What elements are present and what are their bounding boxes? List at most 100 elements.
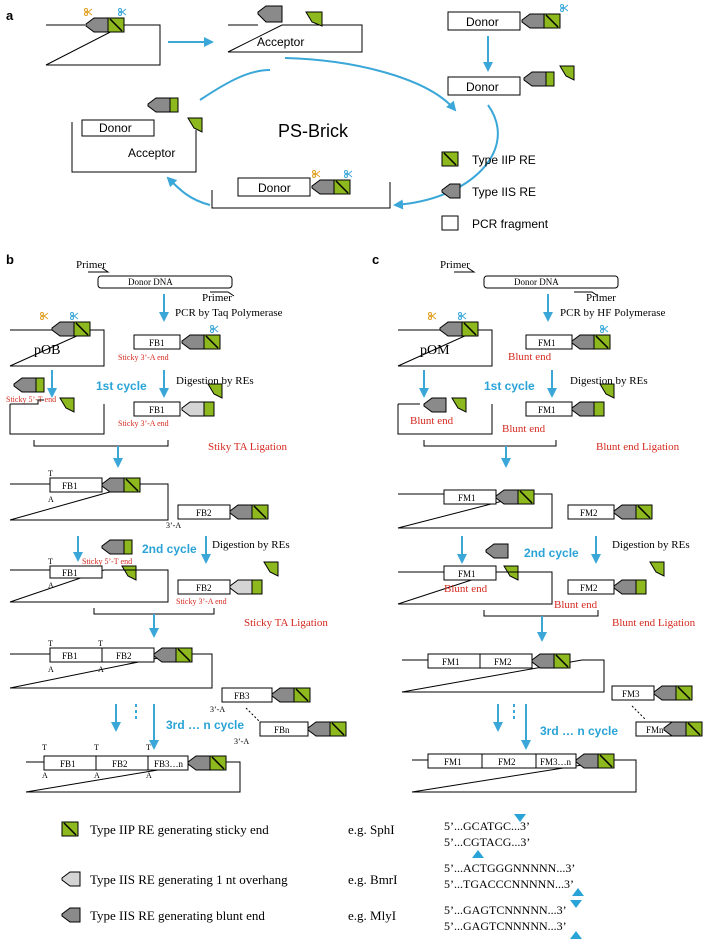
fm1-label: FM1 — [458, 493, 476, 503]
fb1-label: FB1 — [62, 651, 78, 661]
fm1-label: FM1 — [442, 657, 460, 667]
sticky-5t: Sticky 5’-T end — [6, 395, 56, 404]
fm1-label: FM1 — [538, 338, 556, 348]
donor-box-4 — [237, 177, 311, 197]
second-cycle-c: 2nd cycle — [524, 546, 579, 560]
donor-dna-c: Donor DNA — [514, 277, 559, 287]
digestion-b2: Digestion by REs — [212, 539, 290, 551]
primer-arrow — [88, 267, 110, 273]
re-cassette-icon — [575, 753, 615, 769]
blunt-end: Blunt end — [502, 423, 546, 435]
a-mark: A — [146, 771, 152, 780]
re-cassette-icon — [613, 504, 653, 520]
green-piece-icon — [503, 565, 519, 581]
t-mark: T — [48, 639, 53, 648]
green-piece-icon — [451, 397, 467, 413]
re-cassette-icon — [311, 179, 351, 195]
t-mark: T — [94, 743, 99, 752]
seq-mlyi-1: 5’...GAGTCNNNNN...3’ — [444, 903, 567, 917]
blunt-end: Blunt end — [410, 415, 454, 427]
cut-site-icon — [472, 850, 484, 858]
cycle-arc — [393, 104, 499, 210]
legend-iis-overhang: Type IIS RE generating 1 nt overhang — [90, 872, 288, 887]
fm2-label: FM2 — [580, 508, 598, 518]
donor-box-2 — [447, 76, 521, 96]
fb1-label: FB1 — [60, 759, 76, 769]
ligation-c2: Blunt end Ligation — [612, 617, 696, 629]
fb1-box — [133, 334, 181, 350]
donor-box — [447, 11, 521, 31]
donor-label-4: Donor — [258, 181, 291, 195]
legend-pcr: PCR fragment — [472, 217, 549, 231]
primer-bottom: Primer — [202, 292, 232, 304]
re-piece-icon — [101, 539, 133, 555]
re-piece-icon — [523, 71, 555, 87]
three-a: 3’-A — [210, 705, 225, 714]
t-mark: T — [48, 557, 53, 566]
legend-example-sphi: e.g. SphI — [348, 822, 395, 837]
scissor-icon — [40, 312, 49, 320]
primer-top: Primer — [76, 259, 106, 271]
a-mark: A — [98, 665, 104, 674]
re-cassette-icon — [307, 721, 347, 737]
donor-dna-label: Donor DNA — [128, 277, 173, 287]
pom-label: pOM — [420, 343, 450, 358]
pcr-fragment-icon — [441, 215, 459, 231]
legend-iis: Type IIS RE — [472, 185, 536, 199]
cut-site-icon — [570, 900, 582, 908]
green-piece-icon — [305, 11, 323, 27]
fm2-label: FM2 — [580, 583, 598, 593]
fm1-label: FM1 — [458, 569, 476, 579]
re-cassette-icon — [571, 334, 611, 350]
re-cassette-icon — [271, 687, 311, 703]
acceptor-plasmid — [227, 24, 363, 53]
primer-bottom-c: Primer — [586, 292, 616, 304]
green-piece-icon — [263, 561, 279, 577]
green-piece-icon — [649, 561, 665, 577]
ligation-c1: Blunt end Ligation — [596, 441, 680, 453]
re-piece-icon — [147, 97, 179, 113]
scissor-icon — [70, 312, 79, 320]
fm2-label: FM2 — [498, 757, 516, 767]
re-cassette-icon — [101, 477, 141, 493]
first-cycle-b: 1st cycle — [96, 379, 147, 393]
scissor-icon — [560, 4, 569, 12]
pcr-step-b: PCR by Taq Polymerase — [175, 307, 283, 319]
type-iis-overhang-icon — [61, 871, 81, 887]
donor-label-3: Donor — [99, 121, 132, 135]
blunt-end: Blunt end — [554, 599, 598, 611]
green-piece-icon — [599, 383, 615, 399]
first-cycle-c: 1st cycle — [484, 379, 535, 393]
fb1-label: FB1 — [149, 338, 165, 348]
ps-brick-title: PS-Brick — [278, 121, 349, 141]
cut-plasmid — [9, 399, 105, 435]
sticky-3a-3: Sticky 3’-A end — [176, 597, 227, 606]
cut-site-icon — [570, 931, 582, 939]
sticky-5t-2: Sticky 5’-T end — [82, 557, 132, 566]
pentagon-icon — [181, 401, 205, 417]
green-piece-icon — [187, 117, 203, 133]
nth-cycle-c: 3rd … n cycle — [540, 724, 618, 738]
three-a: 3’-A — [234, 737, 249, 746]
re-cassette-icon — [663, 721, 703, 737]
blunt-end: Blunt end — [444, 583, 488, 595]
fb1-label: FB1 — [62, 568, 78, 578]
donor-dna — [97, 275, 233, 289]
green-piece-icon — [559, 65, 575, 81]
seq-mlyi-2: 5’...GAGTCNNNNN...3’ — [444, 919, 567, 933]
re-cassette-icon — [531, 653, 571, 669]
fm2-label: FM2 — [494, 657, 512, 667]
bottom-plasmid — [211, 182, 391, 209]
pob-plasmid — [9, 329, 105, 367]
donor-box-3 — [81, 119, 155, 137]
panel-a-label: a — [6, 8, 14, 23]
seq-sphi-1: 5’...GCATGC...3’ — [444, 819, 530, 833]
a-mark: A — [48, 665, 54, 674]
fb2-label: FB2 — [196, 583, 212, 593]
fb3n-label: FB3…n — [154, 759, 184, 769]
re-cassette-icon — [85, 17, 125, 33]
green-piece-icon — [121, 565, 137, 581]
digestion-c1: Digestion by REs — [570, 375, 648, 387]
re-cassette-icon — [229, 504, 269, 520]
